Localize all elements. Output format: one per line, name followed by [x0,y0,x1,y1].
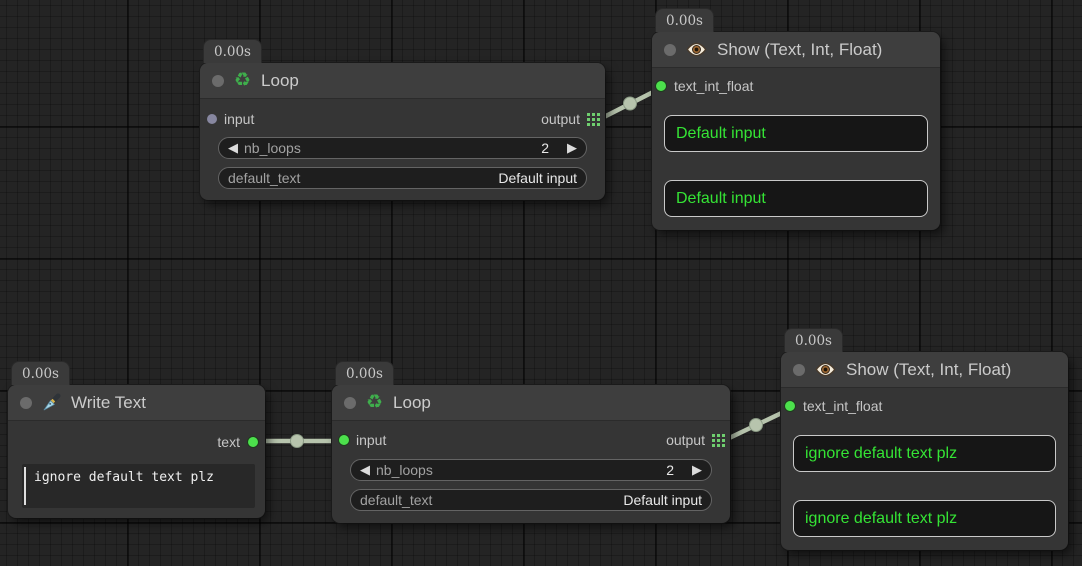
execution-time-badge: 0.00s [203,39,262,63]
text-caret [24,467,26,505]
widget-label: nb_loops [376,462,433,478]
node-title: Show (Text, Int, Float) [717,39,883,59]
output-grid-socket-icon[interactable] [712,433,725,447]
nb-loops-stepper[interactable]: ◀ nb_loops 2 ▶ [218,137,587,159]
link-midpoint-dot[interactable] [749,418,763,432]
show-text-output-1[interactable]: ignore default text plz [793,435,1056,472]
text-input-area[interactable]: ignore default text plz [22,464,255,508]
slot-row: input output [200,111,605,127]
widget-label: nb_loops [244,140,301,156]
node-title: Write Text [71,392,146,412]
node-header[interactable]: Write Text [8,385,265,421]
link-midpoint-dot[interactable] [290,434,304,448]
widget-value: 2 [541,140,549,156]
node-show-2[interactable]: 0.00s Show (Text, Int, Float) text_int_f… [781,328,1068,550]
node-title: Show (Text, Int, Float) [846,359,1012,379]
recycle-icon: ♻ [366,391,384,413]
slot-row: text_int_float [781,398,1068,414]
stepper-increment-icon[interactable]: ▶ [567,140,577,156]
execution-time-badge: 0.00s [11,361,70,385]
execution-time-badge: 0.00s [335,361,394,385]
eye-icon [686,42,707,57]
node-header[interactable]: Show (Text, Int, Float) [652,32,940,68]
default-text-widget[interactable]: default_text Default input [218,167,587,189]
execution-time-badge: 0.00s [655,8,714,32]
node-title: Loop [393,392,431,412]
collapse-dot[interactable] [344,396,356,409]
widget-label: default_text [360,492,433,508]
stepper-decrement-icon[interactable]: ◀ [228,140,238,156]
node-header[interactable]: Show (Text, Int, Float) [781,352,1068,388]
node-header[interactable]: ♻ Loop [200,63,605,99]
fountain-pen-icon [43,393,61,411]
output-slot-label: output [541,111,580,127]
widget-label: default_text [228,170,301,186]
input-socket[interactable] [785,401,795,411]
recycle-icon: ♻ [234,69,252,91]
widget-value: Default input [498,170,577,186]
slot-row: text_int_float [652,78,940,94]
collapse-dot[interactable] [664,43,676,56]
input-slot-label: text_int_float [803,398,883,414]
node-loop-2[interactable]: 0.00s ♻ Loop input output ◀ nb_loops [332,361,730,523]
input-socket[interactable] [207,114,217,124]
input-socket[interactable] [656,81,666,91]
node-loop-1[interactable]: 0.00s ♻ Loop input output ◀ nb_loops [200,39,605,200]
nb-loops-stepper[interactable]: ◀ nb_loops 2 ▶ [350,459,712,481]
input-slot-label: input [356,432,387,448]
show-text-output-1[interactable]: Default input [664,115,928,152]
widget-value: 2 [666,462,674,478]
show-text-output-2[interactable]: Default input [664,180,928,217]
collapse-dot[interactable] [212,74,224,87]
input-slot-label: text_int_float [674,78,754,94]
link-midpoint-dot[interactable] [623,96,637,111]
text-area-value: ignore default text plz [34,470,215,485]
input-socket[interactable] [339,435,349,445]
show-text-output-2[interactable]: ignore default text plz [793,500,1056,537]
eye-icon [815,362,836,377]
node-write-text[interactable]: 0.00s Write Text text ignore default tex… [8,361,265,518]
widget-value: Default input [623,492,702,508]
input-slot-label: input [224,111,255,127]
output-slot-label: output [666,432,705,448]
output-slot-label: text [217,434,240,450]
node-show-1[interactable]: 0.00s Show (Text, Int, Float) text_int_f… [652,8,940,230]
output-socket[interactable] [248,437,258,447]
stepper-decrement-icon[interactable]: ◀ [360,462,370,478]
execution-time-badge: 0.00s [784,328,843,352]
stepper-increment-icon[interactable]: ▶ [692,462,702,478]
collapse-dot[interactable] [20,396,32,409]
collapse-dot[interactable] [793,363,805,376]
slot-row: input output [332,432,730,448]
node-header[interactable]: ♻ Loop [332,385,730,421]
slot-row: text [8,434,265,450]
node-title: Loop [261,70,299,90]
output-grid-socket-icon[interactable] [587,112,600,126]
default-text-widget[interactable]: default_text Default input [350,489,712,511]
